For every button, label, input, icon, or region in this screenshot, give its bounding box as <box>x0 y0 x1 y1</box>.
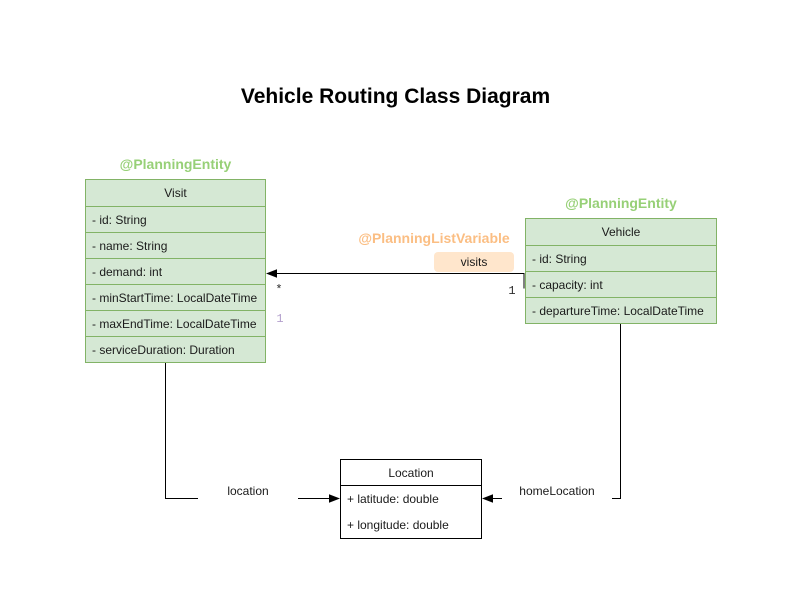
vehicle-class-name: Vehicle <box>601 225 641 239</box>
location-edge-label: location <box>198 483 298 499</box>
location-attribute-longitude: + longitude: double <box>347 518 449 532</box>
visit-planning-entity-annotation: @PlanningEntity <box>119 156 232 172</box>
planning-list-variable-annotation: @PlanningListVariable <box>358 230 510 246</box>
visit-attribute-name: - name: String <box>86 232 265 258</box>
visits-index-label: 1 <box>276 312 284 326</box>
visit-attribute-demand: - demand: int <box>86 258 265 284</box>
location-edge <box>165 362 332 499</box>
location-attribute-latitude: + latitude: double <box>347 492 439 506</box>
visit-class: Visit - id: String - name: String - dema… <box>85 179 266 363</box>
visit-class-name: Visit <box>164 186 187 200</box>
visits-source-multiplicity: 1 <box>508 284 516 298</box>
visit-attribute-service-duration: - serviceDuration: Duration <box>86 336 265 362</box>
vehicle-attribute-departure-time: - departureTime: LocalDateTime <box>526 297 716 323</box>
vehicle-planning-entity-annotation: @PlanningEntity <box>565 195 677 211</box>
visits-target-multiplicity: * <box>275 283 283 297</box>
location-arrowhead-icon <box>329 494 340 503</box>
home-location-arrowhead-icon <box>482 494 493 503</box>
visit-attribute-min-start-time: - minStartTime: LocalDateTime <box>86 284 265 310</box>
diagram-title: Vehicle Routing Class Diagram <box>240 85 551 108</box>
vehicle-class: Vehicle - id: String - capacity: int - d… <box>525 218 717 324</box>
vehicle-attribute-id: - id: String <box>526 245 716 271</box>
visits-arrowhead-icon <box>266 269 277 278</box>
visits-edge <box>269 273 525 289</box>
location-class-name: Location <box>341 460 481 486</box>
home-location-edge <box>490 322 621 499</box>
visits-edge-label: visits <box>434 252 514 272</box>
visit-attribute-id: - id: String <box>86 206 265 232</box>
vehicle-attribute-capacity: - capacity: int <box>526 271 716 297</box>
location-class: Location + latitude: double + longitude:… <box>340 459 482 539</box>
home-location-edge-label: homeLocation <box>502 483 612 499</box>
visit-attribute-max-end-time: - maxEndTime: LocalDateTime <box>86 310 265 336</box>
